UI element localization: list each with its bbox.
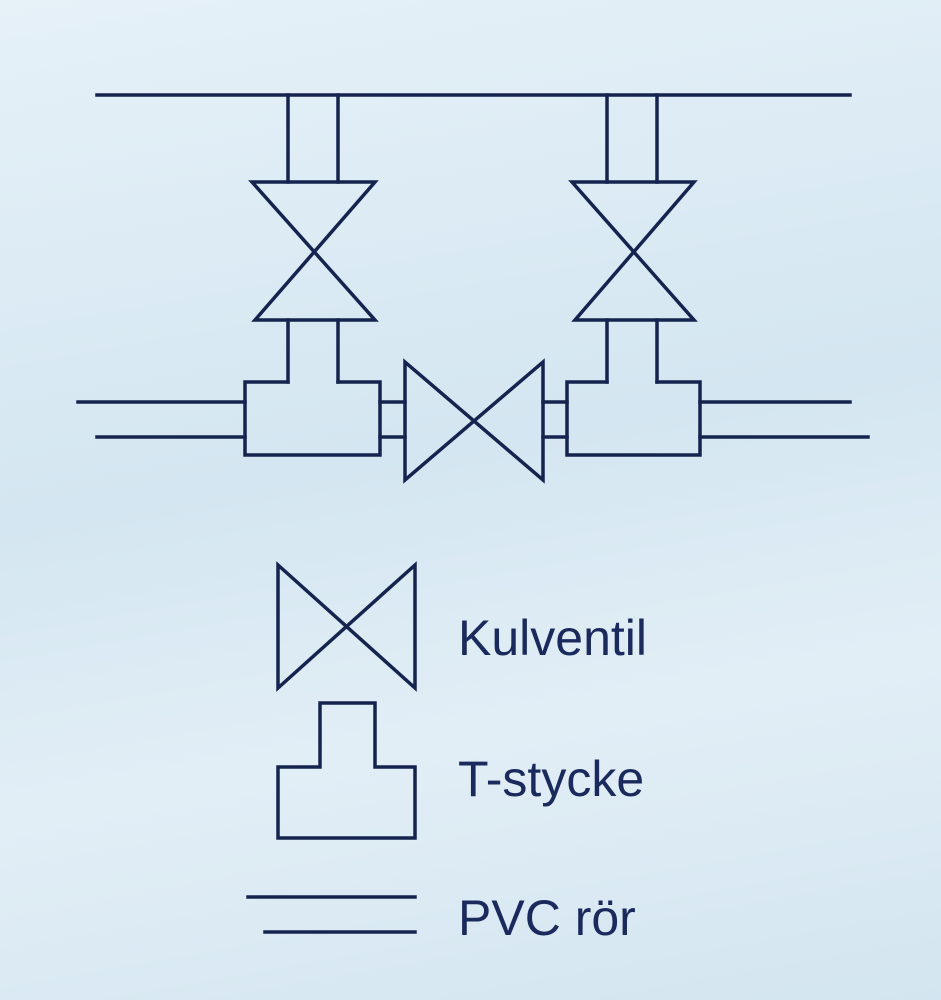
left-ball-valve (248, 180, 379, 322)
legend-label: PVC rör (458, 890, 636, 946)
legend-item-kulventil: Kulventil (276, 561, 647, 692)
legend-label: Kulventil (458, 610, 647, 666)
middle-ball-valve (403, 358, 545, 484)
right-tee-piece (565, 380, 702, 457)
legend-item-pvc-ror: PVC rör (246, 890, 636, 946)
left-pvc-pipe (76, 400, 247, 439)
ball-valve-icon (276, 561, 417, 692)
left-branch (76, 93, 407, 457)
legend-label: T-stycke (458, 751, 644, 807)
legend-item-t-stycke: T-stycke (276, 701, 644, 840)
right-pvc-pipe (698, 400, 870, 439)
right-branch (541, 93, 870, 457)
tee-piece-icon (276, 701, 417, 840)
left-tee-piece (243, 380, 382, 457)
right-ball-valve (568, 180, 698, 322)
pvc-pipe-icon (246, 895, 417, 934)
legend: Kulventil T-stycke PVC rör (246, 561, 647, 946)
